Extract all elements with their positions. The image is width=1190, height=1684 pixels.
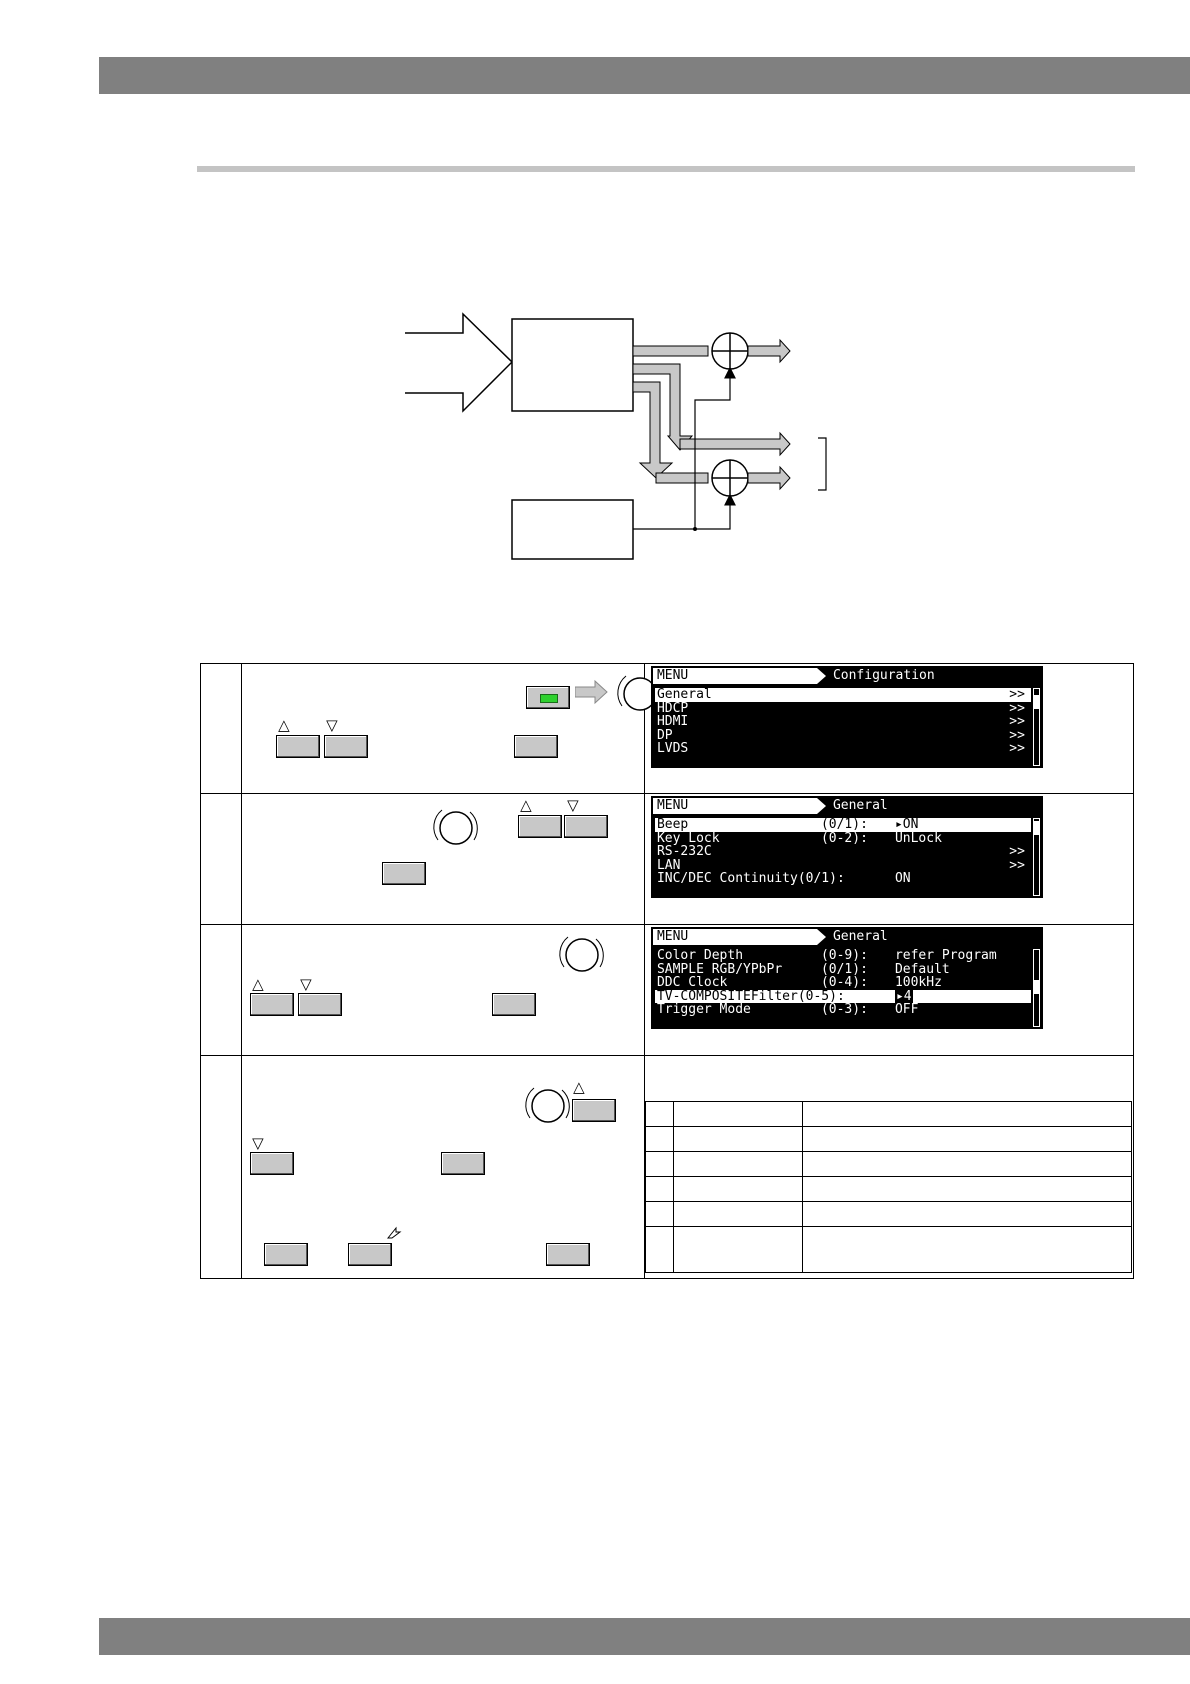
parameter-table: [644, 1101, 1132, 1273]
lcd-screen-configuration: MENU Configuration General>> HDCP>> HDMI…: [650, 666, 1043, 768]
lcd-row[interactable]: TV-COMPOSITEFilter(0-5):▸4: [654, 990, 1031, 1004]
lcd-row[interactable]: Trigger Mode(0-3):OFF: [656, 1002, 919, 1018]
lcd-row[interactable]: SAMPLE RGB/YPbPr(0/1):Default: [656, 961, 950, 977]
up-triangle-icon: △: [573, 1078, 585, 1096]
down-button[interactable]: [298, 993, 343, 1016]
table-row: [644, 1126, 1132, 1152]
lcd-scrollbar: [1032, 818, 1040, 896]
up-triangle-icon: △: [252, 975, 264, 993]
lcd-scrollbar: [1032, 949, 1040, 1027]
table-row: [644, 1226, 1132, 1273]
lcd-screen-general: MENU General Beep(0/1):▸ON Key Lock(0-2)…: [650, 796, 1043, 898]
step-2-screen: MENU General Beep(0/1):▸ON Key Lock(0-2)…: [643, 793, 1135, 925]
lcd-screen-general-filter: MENU General Color Depth(0-9):refer Prog…: [650, 927, 1043, 1029]
lcd-scrollbar: [1032, 688, 1040, 766]
rotary-knob-icon[interactable]: [554, 927, 610, 983]
down-triangle-icon: ▽: [300, 975, 312, 993]
rotary-knob-icon[interactable]: [428, 800, 484, 856]
table-row: [644, 1151, 1132, 1177]
generator-block: [511, 499, 634, 560]
enter-button[interactable]: [492, 993, 537, 1016]
header-bar: [99, 57, 1190, 94]
pointer-cursor-icon: [387, 1226, 402, 1239]
function-button-right[interactable]: [546, 1243, 591, 1266]
down-triangle-icon: ▽: [252, 1134, 264, 1152]
lcd-row[interactable]: HDMI>>: [656, 714, 1025, 730]
input-arrow-shape: [405, 312, 514, 413]
down-button[interactable]: [250, 1152, 295, 1175]
lcd-row[interactable]: LAN>>: [656, 857, 1025, 873]
lcd-row[interactable]: Color Depth(0-9):refer Program: [656, 948, 997, 963]
menu-button[interactable]: [526, 686, 571, 709]
processing-block: [511, 318, 634, 412]
lcd-menu-label: MENU: [652, 668, 817, 684]
up-button[interactable]: [250, 993, 295, 1016]
lcd-menu-label: MENU: [652, 929, 817, 945]
up-triangle-icon: △: [520, 796, 532, 814]
lcd-row[interactable]: DDC Clock(0-4):100kHz: [656, 975, 942, 991]
step-4-operations: △ ▽: [241, 1055, 645, 1279]
step-number-2: [199, 793, 243, 925]
step-3-operations: △ ▽: [241, 924, 645, 1056]
table-row: [644, 1201, 1132, 1227]
lcd-row[interactable]: INC/DEC Continuity(0/1):ON: [656, 871, 911, 887]
down-triangle-icon: ▽: [567, 796, 579, 814]
lcd-row[interactable]: RS-232C>>: [656, 844, 1025, 860]
rotary-knob-icon[interactable]: [520, 1078, 576, 1134]
up-triangle-icon: △: [278, 716, 290, 734]
step-3-screen: MENU General Color Depth(0-9):refer Prog…: [643, 924, 1135, 1056]
up-button[interactable]: [572, 1099, 617, 1122]
block-diagram: [405, 312, 827, 560]
gray-arrow-icon: [575, 679, 608, 705]
down-button[interactable]: [564, 815, 609, 838]
down-button[interactable]: [324, 735, 369, 758]
step-number-3: [199, 924, 243, 1056]
step-4-parameters: [643, 1055, 1135, 1279]
up-button[interactable]: [276, 735, 321, 758]
step-2-operations: △ ▽: [241, 793, 645, 925]
enter-button[interactable]: [382, 862, 427, 885]
function-button-center[interactable]: [348, 1243, 393, 1266]
table-row: [644, 1176, 1132, 1202]
footer-bar: [99, 1618, 1190, 1655]
lcd-row[interactable]: Beep(0/1):▸ON: [654, 818, 1031, 832]
lcd-menu-label: MENU: [652, 798, 817, 814]
table-row: [644, 1101, 1132, 1127]
enter-button[interactable]: [441, 1152, 486, 1175]
lcd-row[interactable]: General>>: [654, 688, 1031, 702]
lcd-row[interactable]: HDCP>>: [656, 700, 1025, 716]
function-button-left[interactable]: [264, 1243, 309, 1266]
step-number-4: [199, 1055, 243, 1279]
lcd-title: General: [832, 929, 888, 944]
step-number-1: [199, 663, 243, 794]
lcd-title: Configuration: [832, 668, 935, 683]
up-button[interactable]: [518, 815, 563, 838]
step-1-screen: MENU Configuration General>> HDCP>> HDMI…: [643, 663, 1135, 794]
enter-button[interactable]: [514, 735, 559, 758]
lcd-row[interactable]: DP>>: [656, 727, 1025, 743]
lcd-row[interactable]: Key Lock(0-2):UnLock: [656, 830, 942, 846]
lcd-row[interactable]: LVDS>>: [656, 741, 1025, 757]
down-triangle-icon: ▽: [326, 716, 338, 734]
section-rule: [197, 166, 1135, 172]
procedure-table: △ ▽ MENU Configuration: [199, 663, 1135, 1279]
step-1-operations: △ ▽: [241, 663, 662, 794]
lcd-title: General: [832, 798, 888, 813]
